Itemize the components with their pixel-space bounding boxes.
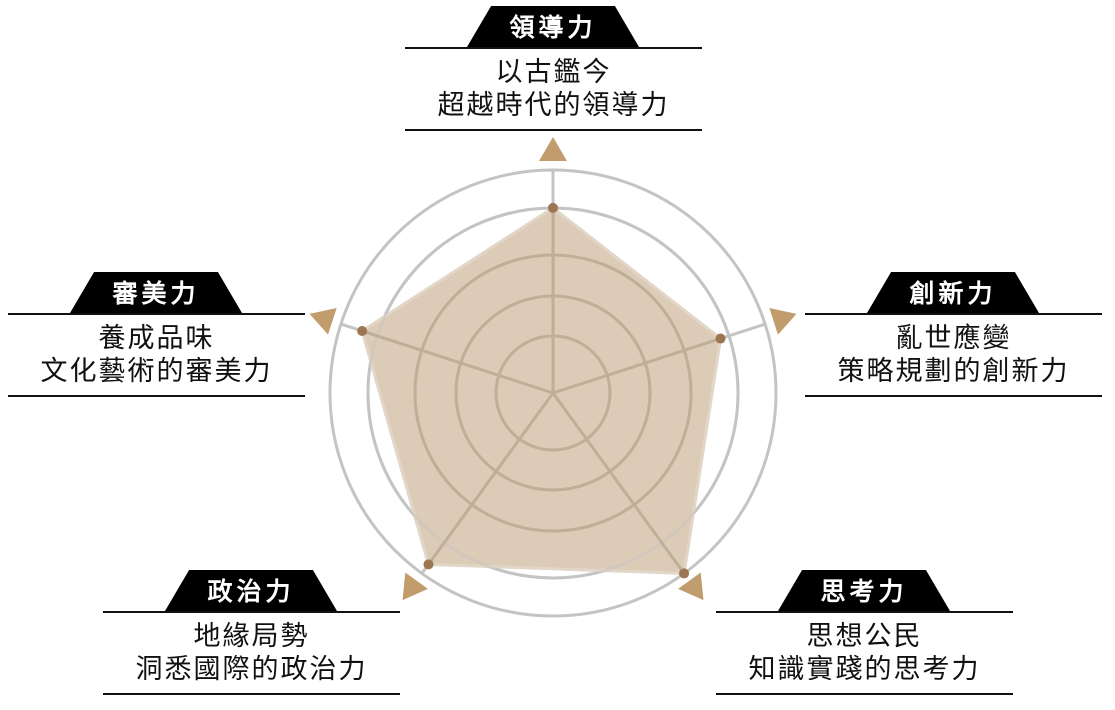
axis-description: 以古鑑今超越時代的領導力 [437, 57, 670, 121]
axis-spoke [720, 322, 766, 340]
axis-description: 養成品味文化藝術的審美力 [40, 323, 273, 387]
divider [103, 693, 400, 695]
divider [716, 693, 1013, 695]
axis-title: 審美力 [70, 272, 242, 313]
axis-description: 亂世應變策略規劃的創新力 [837, 323, 1070, 387]
axis-marker-triangle [769, 307, 797, 335]
label-box-aesthetics: 審美力 養成品味文化藝術的審美力 [8, 272, 305, 397]
axis-marker-triangle [539, 137, 567, 161]
data-point [548, 202, 558, 213]
axis-spoke [551, 392, 686, 575]
axis-spoke [552, 337, 722, 395]
data-point [715, 333, 726, 344]
axis-marker-triangle [678, 572, 704, 601]
label-box-leadership: 領導力 以古鑑今超越時代的領導力 [405, 6, 702, 131]
axis-spoke [361, 329, 554, 395]
axis-spoke [427, 392, 555, 566]
divider [8, 313, 305, 315]
divider [716, 611, 1013, 613]
axis-title: 思考力 [778, 570, 950, 611]
divider [405, 129, 702, 131]
data-point [423, 559, 434, 570]
axis-title: 領導力 [467, 6, 639, 47]
label-box-politics: 政治力 地緣局勢洞悉國際的政治力 [103, 570, 400, 695]
divider [103, 611, 400, 613]
label-box-innovation: 創新力 亂世應變策略規劃的創新力 [805, 272, 1102, 397]
axis-title: 政治力 [165, 570, 337, 611]
divider [8, 395, 305, 397]
divider [405, 47, 702, 49]
label-box-thinking: 思考力 思想公民知識實踐的思考力 [716, 570, 1013, 695]
data-point [679, 568, 690, 579]
axis-marker-triangle [402, 572, 428, 601]
divider [805, 395, 1102, 397]
axis-marker-triangle [309, 307, 337, 335]
data-point [357, 325, 368, 336]
axis-description: 思想公民知識實踐的思考力 [748, 621, 981, 685]
axis-description: 地緣局勢洞悉國際的政治力 [135, 621, 368, 685]
axis-title: 創新力 [867, 272, 1039, 313]
divider [805, 313, 1102, 315]
